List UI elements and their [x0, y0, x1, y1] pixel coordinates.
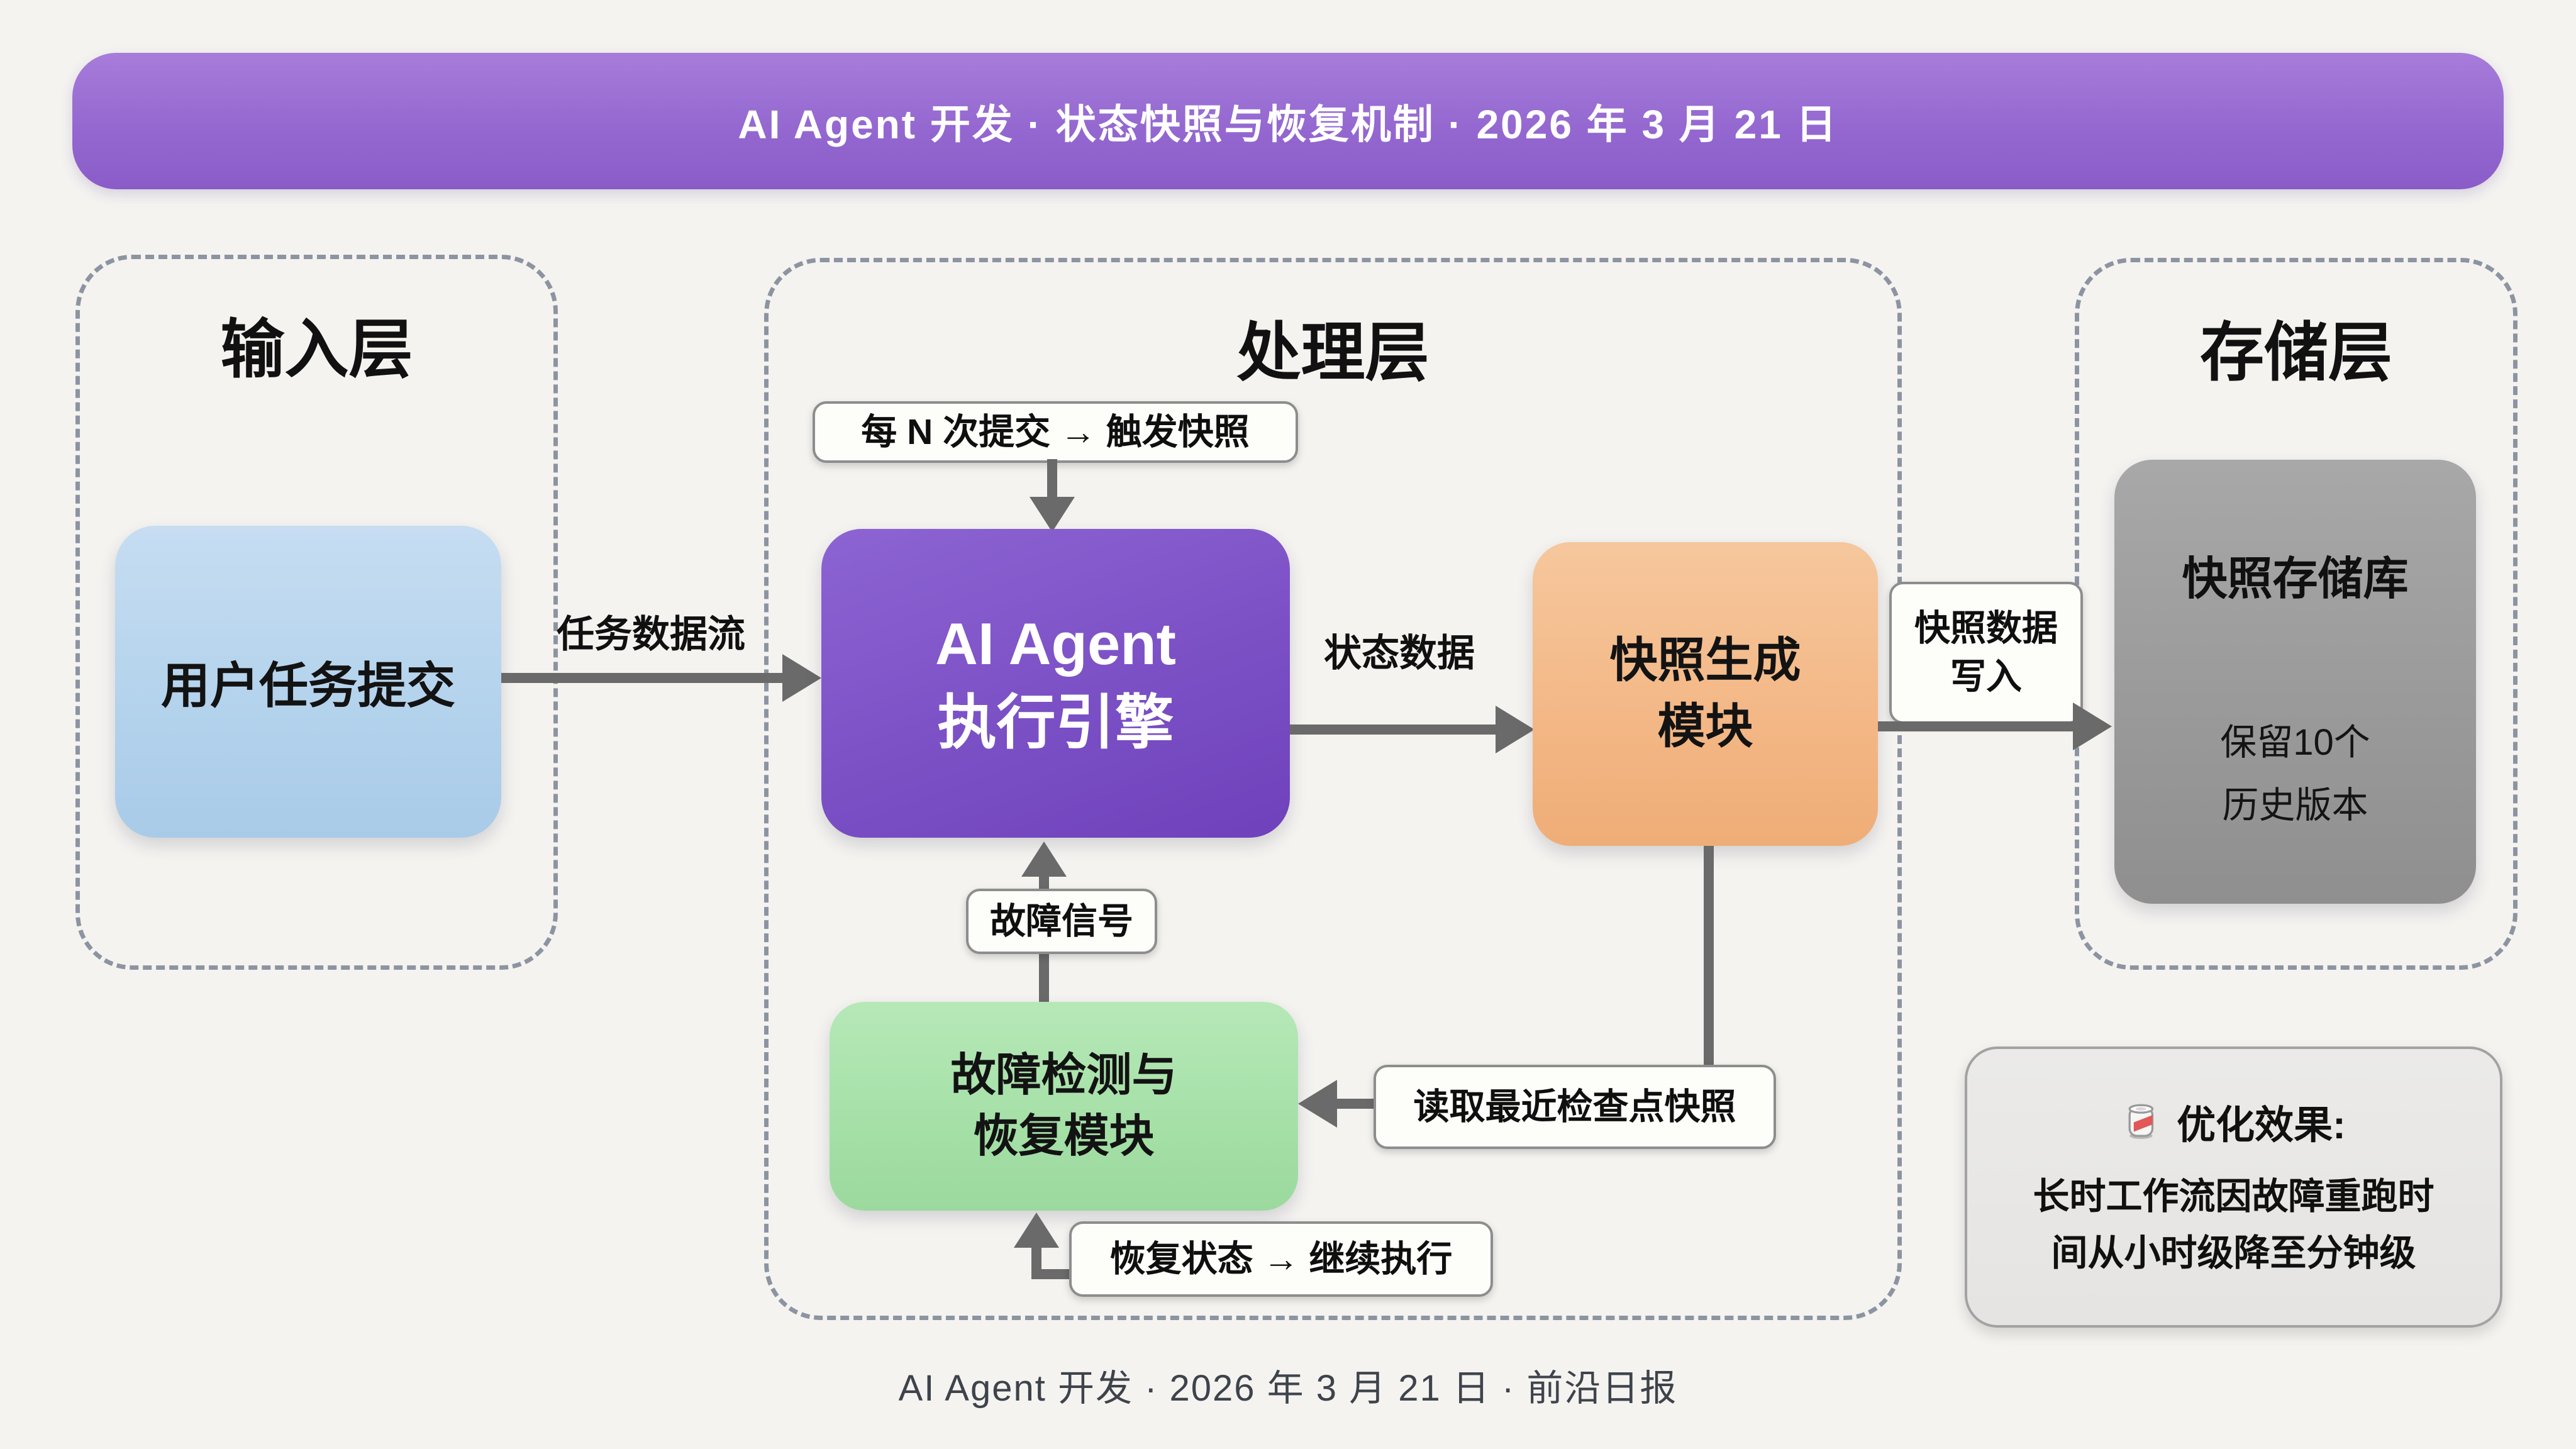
note-body: 长时工作流因故障重跑时 间从小时级降至分钟级 [2033, 1169, 2434, 1282]
edge-read-checkpoint-pill: 读取最近检查点快照 [1374, 1065, 1776, 1149]
resume-arrow-stub [1031, 1269, 1075, 1279]
node-snapshot-store-title: 快照存储库 [2182, 554, 2409, 604]
input-layer-title: 输入层 [220, 314, 413, 386]
note-title: 优化效果: [2177, 1103, 2346, 1147]
resume-arrowhead-icon [1014, 1213, 1059, 1248]
edge-read-checkpoint-label: 读取最近检查点快照 [1413, 1086, 1736, 1127]
storage-layer-title: 存储层 [2200, 317, 2392, 389]
edge-task-flow-label: 任务数据流 [557, 613, 745, 655]
note-header: 优化效果: [2121, 1093, 2346, 1150]
edge-fault-signal-pill: 故障信号 [966, 889, 1157, 954]
edge-snapshot-write-line1: 快照数据 [1914, 608, 2058, 649]
node-agent-engine-line1: AI Agent [935, 611, 1176, 677]
footer-caption: AI Agent 开发 · 2026 年 3 月 21 日 · 前沿日报 [898, 1368, 1678, 1409]
node-fault-recovery-line1: 故障检测与 [950, 1050, 1177, 1101]
processing-layer-title: 处理层 [1236, 317, 1430, 389]
fault-signal-arrowhead-icon [1021, 841, 1067, 877]
note-body-line1: 长时工作流因故障重跑时 [2033, 1175, 2434, 1217]
node-user-task-submit: 用户任务提交 [115, 526, 501, 838]
edge-snapshot-write-line2: 写入 [1950, 657, 2022, 697]
snapshot-write-arrowhead-icon [2073, 702, 2112, 750]
node-snapshot-generator-line1: 快照生成 [1609, 633, 1801, 687]
edge-resume-label: 恢复状态 → 继续执行 [1109, 1238, 1453, 1279]
note-optimization: 优化效果: 长时工作流因故障重跑时 间从小时级降至分钟级 [1965, 1046, 2502, 1328]
read-checkpoint-arrowhead-icon [1298, 1080, 1337, 1128]
state-data-arrowhead-icon [1496, 706, 1535, 753]
node-agent-engine-line2: 执行引擎 [937, 689, 1174, 755]
edge-fault-signal-label: 故障信号 [990, 901, 1133, 941]
snapshot-write-arrow-line [1878, 721, 2074, 731]
note-body-line2: 间从小时级降至分钟级 [2051, 1232, 2416, 1274]
task-flow-arrow-line [501, 673, 784, 683]
task-flow-arrowhead-icon [782, 654, 821, 702]
state-data-arrow-line [1290, 724, 1497, 735]
edge-resume-pill: 恢复状态 → 继续执行 [1069, 1221, 1493, 1297]
node-user-task-submit-label: 用户任务提交 [160, 658, 455, 713]
processing-layer-container: 处理层 [764, 258, 1902, 1320]
header-title: AI Agent 开发 · 状态快照与恢复机制 · 2026 年 3 月 21 … [738, 101, 1838, 147]
trigger-arrow-line [1047, 459, 1057, 498]
header-banner: AI Agent 开发 · 状态快照与恢复机制 · 2026 年 3 月 21 … [72, 53, 2504, 189]
node-fault-recovery: 故障检测与 恢复模块 [830, 1002, 1298, 1211]
edge-state-data-label: 状态数据 [1324, 632, 1475, 674]
edge-snapshot-trigger-pill: 每 N 次提交 → 触发快照 [813, 401, 1298, 463]
node-snapshot-generator: 快照生成 模块 [1533, 542, 1878, 846]
newspaper-icon [2128, 1104, 2154, 1139]
node-snapshot-store-detail1: 保留10个 [2220, 722, 2370, 763]
read-checkpoint-arrow-vline [1704, 846, 1714, 1109]
node-snapshot-store: 快照存储库 保留10个 历史版本 [2114, 460, 2476, 904]
edge-snapshot-write-pill: 快照数据 写入 [1889, 582, 2083, 724]
edge-snapshot-trigger-label: 每 N 次提交 → 触发快照 [861, 411, 1250, 452]
input-layer-container: 输入层 [75, 255, 558, 970]
node-fault-recovery-line2: 恢复模块 [973, 1111, 1155, 1162]
trigger-arrowhead-icon [1030, 497, 1075, 532]
node-agent-engine: AI Agent 执行引擎 [821, 529, 1290, 838]
node-snapshot-generator-line2: 模块 [1657, 699, 1753, 753]
node-snapshot-store-detail2: 历史版本 [2222, 785, 2368, 826]
